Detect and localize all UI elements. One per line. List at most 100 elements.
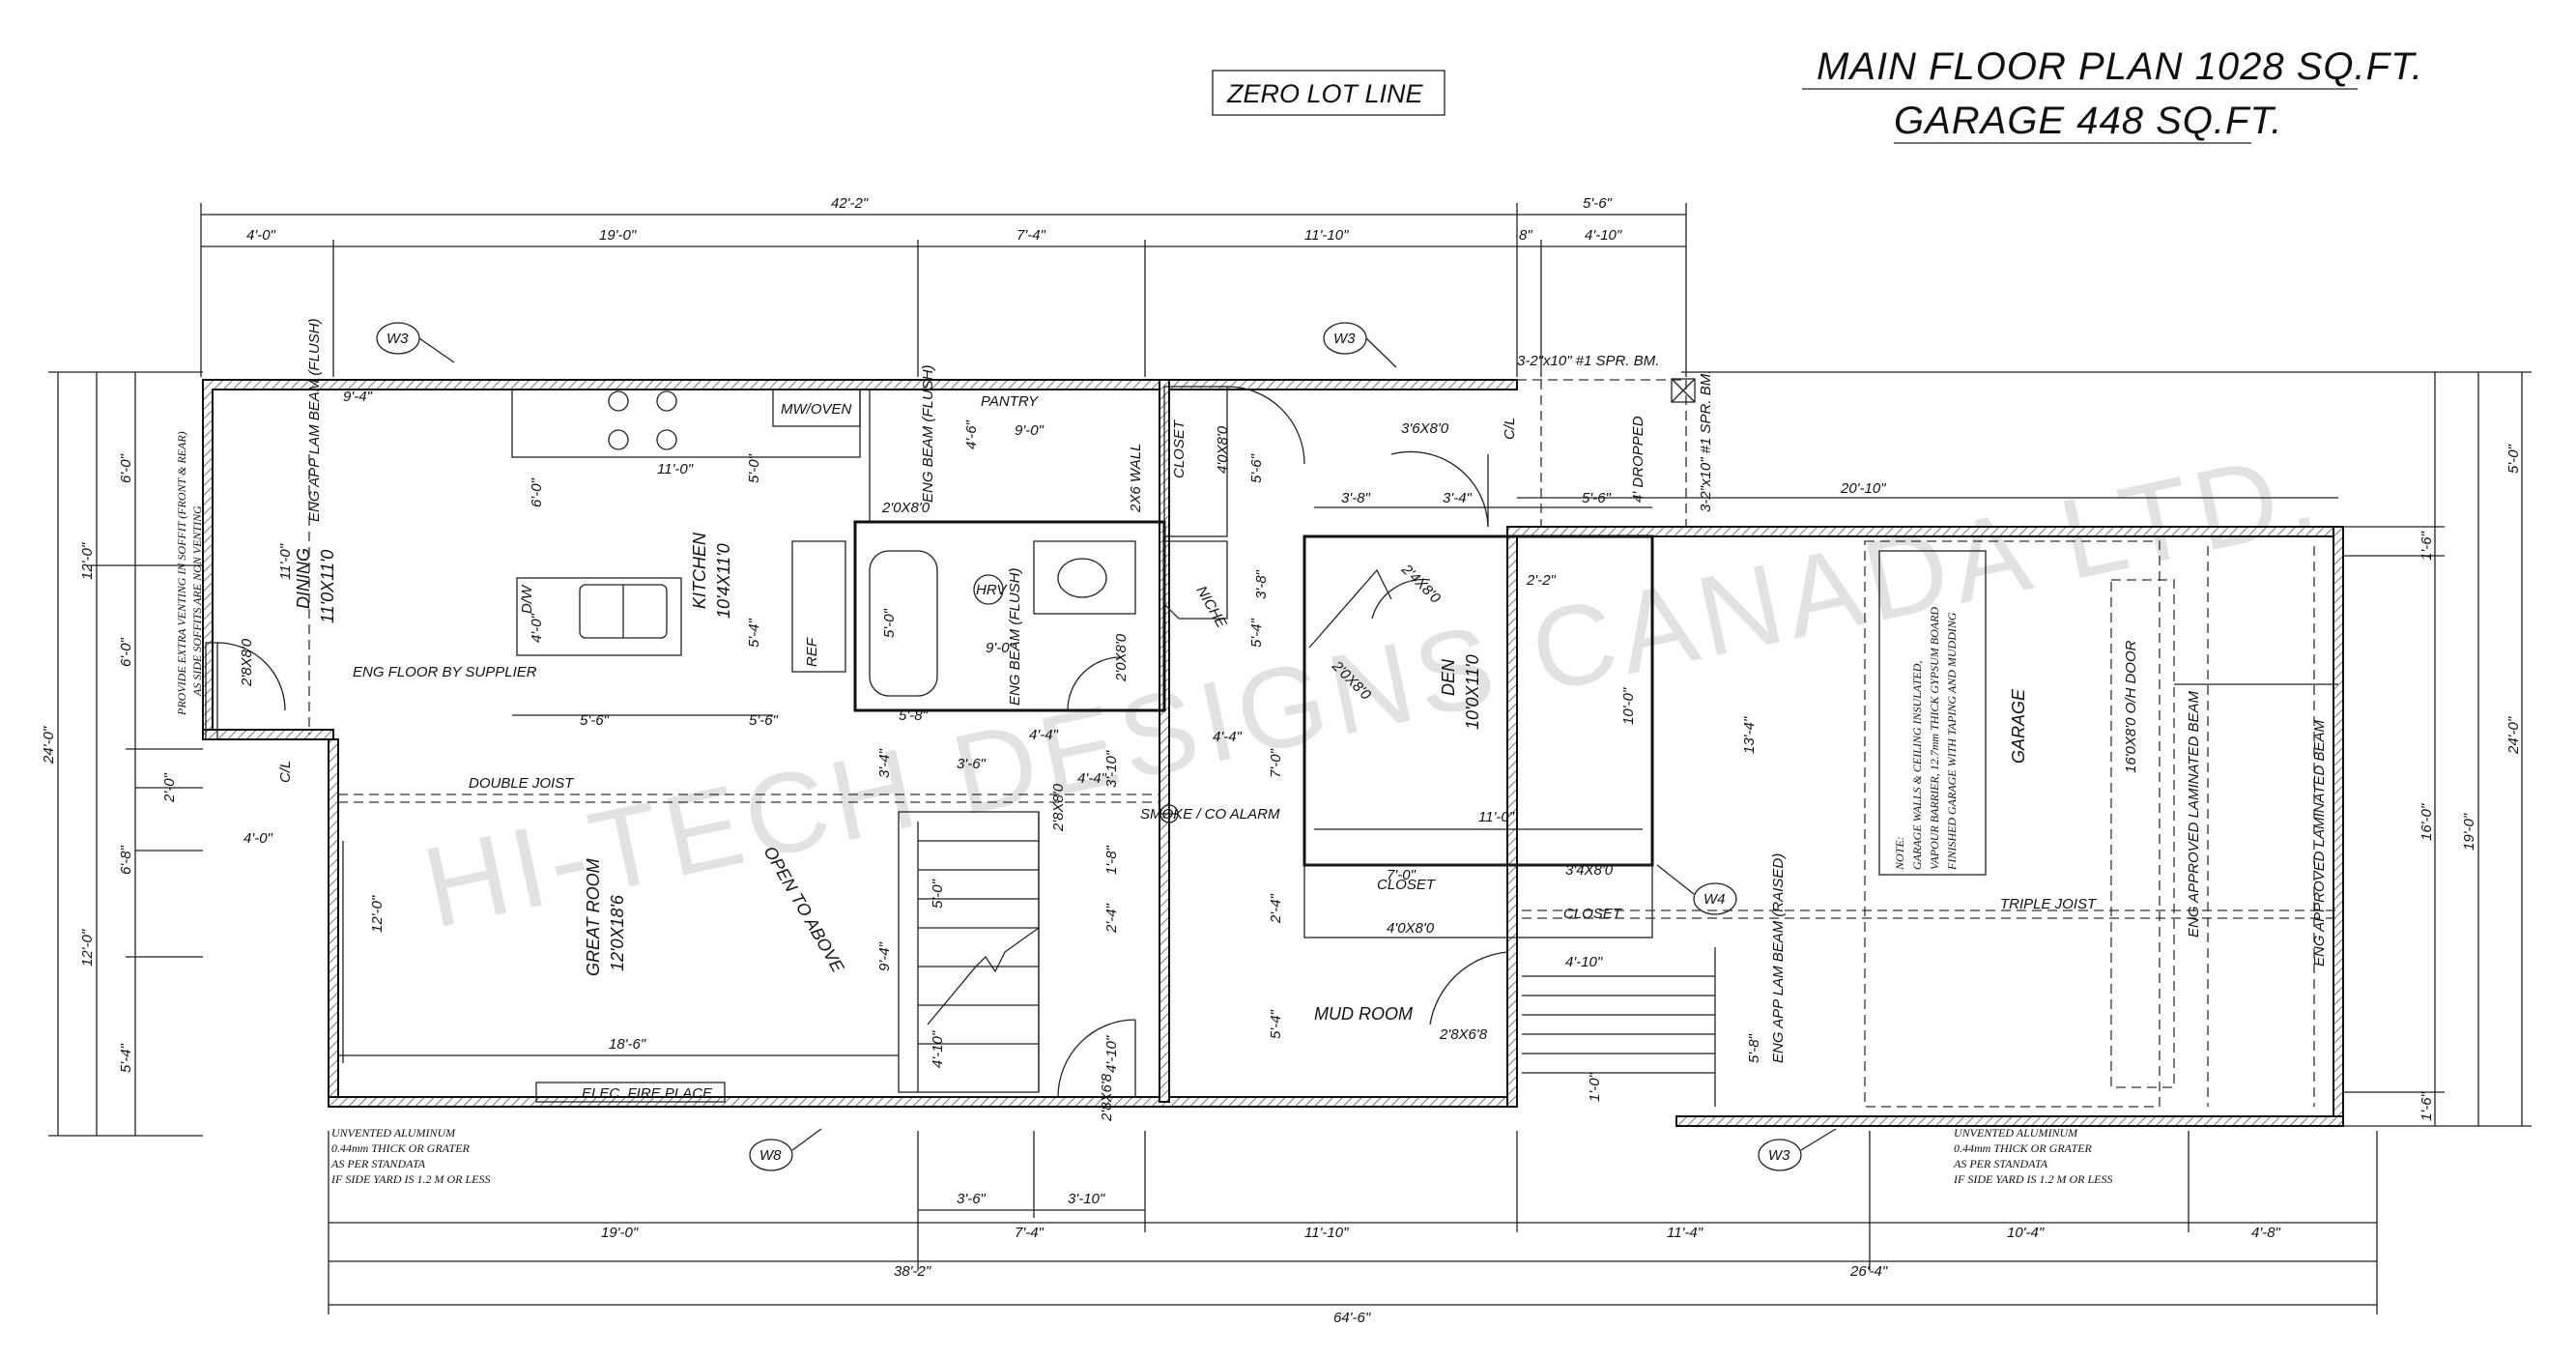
dim-top-right-total: 5'-6" — [1583, 195, 1613, 212]
cl-label-2: C/L — [1502, 418, 1518, 440]
dim-left-12a: 12'-0" — [79, 542, 96, 580]
toilet-icon — [973, 574, 1004, 605]
dim-bot-5: 10'-4" — [2007, 1225, 2045, 1241]
room-dining-size: 11'0X11'0 — [318, 550, 337, 623]
dim-12-0: 12'-0" — [369, 895, 386, 933]
side-entry-wall — [202, 729, 334, 740]
dim-bot-overall: 64'-6" — [1333, 1310, 1371, 1326]
soffit-note-2: AS SIDE SOFFITS ARE NON VENTING — [190, 505, 204, 697]
door-d5: 2'4X8'0 — [1397, 561, 1444, 607]
dim-5-6-c: 5'-6" — [1248, 453, 1265, 483]
dim-7-0-b: 7'-0" — [1387, 867, 1417, 883]
dim-5-4-b: 5'-4" — [1248, 618, 1265, 648]
garage-note: NOTE: GARAGE WALLS & CEILING INSULATED, … — [1893, 607, 1959, 871]
svg-text:AS PER STANDATA: AS PER STANDATA — [330, 1157, 426, 1170]
tag-w3-c-label: W3 — [1768, 1147, 1790, 1164]
dim-3-4-b: 3'-4" — [1443, 490, 1473, 506]
hrv-label: HRV — [976, 582, 1008, 598]
room-dining: DINING — [294, 548, 313, 609]
fireplace — [535, 1082, 726, 1103]
fridge — [791, 540, 846, 673]
cl-label: C/L — [277, 761, 294, 783]
dim-11-0-b: 11'-0" — [277, 543, 294, 580]
dim-bot-2: 7'-4" — [1015, 1225, 1045, 1241]
top-dimensions — [200, 203, 1687, 377]
room-den: DEN — [1439, 658, 1458, 696]
dim-bot-sub-2: 3'-10" — [1068, 1191, 1105, 1207]
closet-b — [1506, 864, 1653, 938]
dim-5-0-c: 5'-0" — [930, 879, 946, 909]
dim-5-4-c: 5'-4" — [1268, 1009, 1284, 1039]
dim-left-1: 6'-0" — [118, 453, 134, 483]
svg-text:GARAGE WALLS & CEILING INSULAT: GARAGE WALLS & CEILING INSULATED, — [1910, 661, 1924, 870]
zero-lot-line-box — [1212, 70, 1445, 116]
eng-beam-flush-2: ENG BEAM (FLUSH) — [920, 364, 936, 503]
niche — [1163, 540, 1228, 620]
dim-5-4-a: 5'-4" — [746, 618, 762, 648]
door-d7: 4'0X8'0 — [1387, 920, 1435, 937]
svg-text:AS PER STANDATA: AS PER STANDATA — [1953, 1157, 2048, 1170]
eng-lam-beam-raised: ENG APP LAM BEAM (RAISED) — [1770, 853, 1787, 1063]
dim-top-4: 11'-10" — [1304, 227, 1349, 244]
side-door[interactable] — [205, 642, 218, 740]
dim-3-8-b: 3'-8" — [1253, 569, 1270, 599]
dim-2-2: 2'-2" — [1526, 572, 1557, 589]
dim-10-0: 10'-0" — [1620, 687, 1637, 725]
dim-right-19: 19'-0" — [2461, 813, 2477, 851]
svg-text:VAPOUR BARRIER, 12.7mm THICK G: VAPOUR BARRIER, 12.7mm THICK GYPSUM BOAR… — [1928, 607, 1941, 870]
door-d1: 2'8X8'0 — [239, 638, 255, 687]
dim-3-6: 3'-6" — [957, 756, 987, 772]
bathtub — [869, 550, 938, 697]
garage-overhead-door[interactable] — [2110, 579, 2175, 1088]
room-great-room: GREAT ROOM — [584, 858, 603, 976]
zero-lot-line: ZERO LOT LINE — [1226, 79, 1424, 108]
dim-3-4: 3'-4" — [876, 748, 893, 778]
room-den-size: 10'0X11'0 — [1463, 654, 1482, 730]
kitchen-counter-top — [511, 389, 861, 458]
tag-w3-b-label: W3 — [1333, 331, 1356, 347]
door-d8: 3'4X8'0 — [1565, 862, 1614, 879]
door-d2: 3'6X8'0 — [1401, 420, 1449, 437]
dim-4-4-a: 4'-4" — [1029, 727, 1059, 743]
tag-w3-a-label: W3 — [386, 331, 409, 347]
garage-beam-outline — [1864, 540, 2161, 1108]
unvented-note-left: UNVENTED ALUMINUM 0.44mm THICK OR GRATER… — [330, 1126, 490, 1186]
closet-v-label: CLOSET — [1171, 419, 1188, 478]
room-garage: GARAGE — [2009, 688, 2028, 764]
tag-w4 — [1693, 882, 1737, 915]
eng-floor-label: ENG FLOOR BY SUPPLIER — [353, 664, 537, 680]
svg-text:0.44mm THICK OR GRATER: 0.44mm THICK OR GRATER — [331, 1141, 471, 1155]
dim-top-total: 42'-2" — [831, 195, 869, 212]
dim-top-2: 19'-0" — [599, 227, 637, 244]
dim-5-8-b: 5'-8" — [1746, 1033, 1762, 1063]
dim-6-0: 6'-0" — [529, 477, 545, 507]
dim-right-2: 1'-6" — [2419, 531, 2435, 561]
dim-4-4-b: 4'-4" — [1077, 770, 1107, 787]
dim-9-4-b: 9'-4" — [876, 941, 893, 971]
dim-5-0-a: 5'-0" — [746, 453, 762, 483]
tag-w8-label: W8 — [759, 1147, 782, 1164]
dim-top-5: 8" — [1519, 227, 1532, 244]
eng-lam-beam-2: ENG APPROVED LAMINATED BEAM — [2311, 719, 2328, 967]
room-great-room-size: 12'0X18'6 — [608, 894, 627, 971]
dim-left-2: 6'-0" — [118, 637, 134, 667]
dim-4-10-b: 4'-10" — [930, 1030, 946, 1068]
svg-text:0.44mm THICK OR GRATER: 0.44mm THICK OR GRATER — [1954, 1141, 2093, 1155]
dim-4-10-c: 4'-10" — [1103, 1035, 1120, 1073]
door-d6: 2'8X8'0 — [1050, 783, 1067, 832]
room-kitchen-size: 10'4X11'0 — [714, 543, 733, 619]
door-d11: 2'0X8'0 — [1113, 633, 1130, 682]
closet-vertical — [1163, 386, 1228, 537]
dim-1-0: 1'-0" — [1587, 1072, 1603, 1102]
left-dimensions — [48, 371, 203, 1137]
bottom-dimensions — [328, 1131, 2378, 1314]
dim-5-6-b: 5'-6" — [749, 712, 779, 729]
svg-text:FINISHED GARAGE WITH TAPING AN: FINISHED GARAGE WITH TAPING AND MUDDING — [1945, 612, 1959, 871]
door-oh-label: 16'0X8'0 O/H DOOR — [2123, 640, 2139, 773]
svg-text:UNVENTED ALUMINUM: UNVENTED ALUMINUM — [331, 1126, 456, 1140]
dropped-label: 4' DROPPED — [1630, 416, 1646, 503]
tag-w8 — [749, 1139, 793, 1171]
dim-bot-total-1: 38'-2" — [894, 1263, 931, 1280]
spr-beam-top: 3-2"x10" #1 SPR. BM. — [1517, 353, 1659, 369]
